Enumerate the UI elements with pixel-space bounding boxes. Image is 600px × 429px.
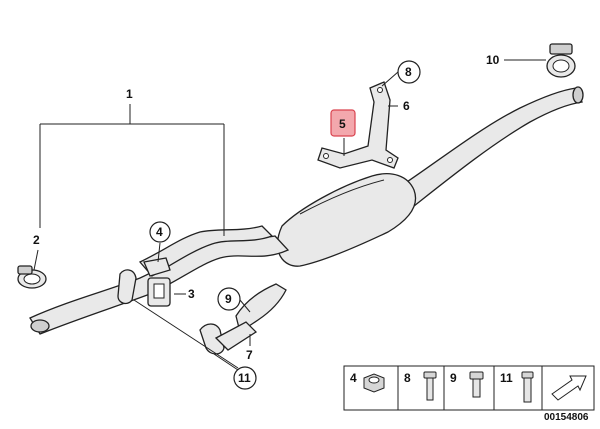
callout-9: 9 [225, 292, 232, 306]
bolt-icon [423, 371, 437, 401]
rear-pipe [397, 86, 584, 207]
callout-3: 3 [188, 287, 195, 301]
hanger-3-4 [117, 257, 171, 307]
legend-item-8: 8 [404, 371, 411, 385]
legend-item-4: 4 [350, 371, 357, 385]
callout-11: 11 [238, 371, 251, 385]
center-muffler [276, 173, 417, 267]
legend-item-11: 11 [500, 371, 513, 385]
callout-labels: 1 2 4 3 8 6 5 10 9 7 11 [33, 53, 500, 390]
callout-11-circle [233, 366, 257, 390]
bracket-7-9 [199, 283, 287, 355]
callout-1: 1 [126, 87, 133, 101]
bolt-icon [521, 371, 534, 403]
leader-lines [33, 59, 546, 371]
muffler-bracket [317, 81, 399, 169]
callout-6: 6 [403, 99, 410, 113]
callout-7: 7 [246, 348, 253, 362]
callout-8: 8 [405, 65, 412, 79]
callout-4-circle [149, 221, 171, 243]
fastener-legend: 4 8 9 11 00154806 [343, 365, 595, 423]
callout-5: 5 [339, 117, 346, 131]
clamp-10 [546, 43, 576, 78]
callout-5-highlight [330, 109, 356, 137]
legend-item-9: 9 [450, 371, 457, 385]
callout-4: 4 [156, 225, 163, 239]
direction-arrow-icon [551, 375, 587, 401]
bolt-icon [469, 371, 484, 398]
nut-icon [363, 373, 385, 393]
callout-9-circle [217, 287, 241, 311]
clamp-2 [17, 265, 47, 289]
callout-2: 2 [33, 233, 40, 247]
diagram-id: 00154806 [544, 412, 589, 423]
callout-10: 10 [486, 53, 500, 67]
callout-8-circle [397, 60, 421, 84]
